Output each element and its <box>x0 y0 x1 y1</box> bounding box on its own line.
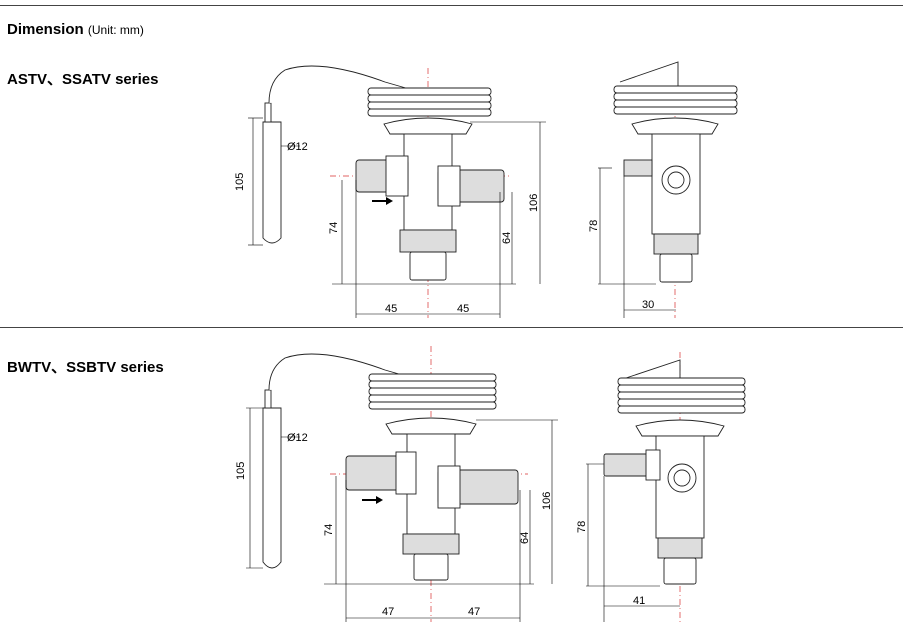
dim-side-width-1: 30 <box>642 299 654 311</box>
dim-side-height-1: 78 <box>588 220 600 232</box>
section-1-drawings: 105 Ø12 <box>234 61 738 318</box>
dim-side-width-2: 41 <box>633 595 645 607</box>
valve-side-2: 78 41 <box>576 352 746 622</box>
dim-left-width-1: 45 <box>385 303 397 315</box>
valve-front-1: 74 64 106 45 45 <box>328 68 546 318</box>
dim-right-width-1: 45 <box>457 303 469 315</box>
bulb-length-1: 105 <box>234 173 246 191</box>
top-rule <box>0 5 903 6</box>
section-divider <box>0 327 903 328</box>
dim-outlet-height-1: 64 <box>501 232 513 244</box>
diaphragm-head-1 <box>367 87 492 135</box>
dim-side-height-2: 78 <box>576 521 588 533</box>
dim-inlet-height-2: 74 <box>323 524 335 536</box>
valve-side-1: 78 30 <box>588 61 738 318</box>
bulb-diameter-1: Ø12 <box>287 141 308 153</box>
valve-front-2: 74 64 106 47 47 <box>323 346 558 622</box>
diaphragm-head-2 <box>368 373 497 435</box>
series-title-1: ASTV、SSATV series <box>7 71 159 88</box>
series-title-2: BWTV、SSBTV series <box>7 359 164 376</box>
unit-note: (Unit: mm) <box>87 23 144 37</box>
title-text: Dimension <box>7 21 84 38</box>
dim-left-width-2: 47 <box>382 606 394 618</box>
bulb-length-2: 105 <box>235 462 247 480</box>
section-2-drawings: 105 Ø12 <box>235 346 746 622</box>
dim-total-height-1: 106 <box>528 194 540 212</box>
dim-right-width-2: 47 <box>468 606 480 618</box>
page-title: Dimension (Unit: mm) <box>7 21 144 38</box>
dim-inlet-height-1: 74 <box>328 222 340 234</box>
dim-outlet-height-2: 64 <box>519 532 531 544</box>
dim-total-height-2: 106 <box>541 492 553 510</box>
bulb-diameter-2: Ø12 <box>287 432 308 444</box>
